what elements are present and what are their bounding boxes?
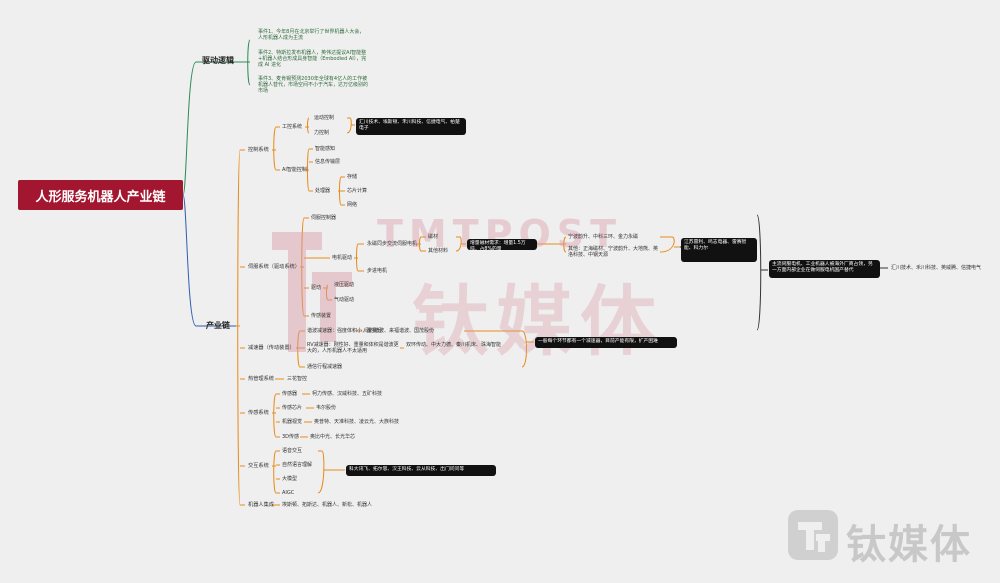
node-industrial-control: 工控系统: [282, 124, 303, 130]
node-thermal-company: 三花智控: [287, 376, 308, 382]
box-reducer-note: 一般每个环节都有一个减速器，目前产能有限，扩产困难: [535, 337, 677, 348]
node-robot-integration: 机器人集成: [248, 502, 274, 508]
node-processor: 处理器: [315, 188, 331, 194]
corner-logo: 钛媒体: [788, 508, 988, 568]
node-rv-companies: 双环传动、中大力德、秦川机床、珠海智能: [406, 342, 502, 348]
node-magnet: 磁材: [428, 234, 439, 240]
node-vision-companies: 奥普特、天准科技、凌云光、大族科技: [314, 419, 400, 425]
node-reducer: 减速器（传动装置）: [248, 345, 295, 351]
node-sensor-companies: 柯力传感、汉威科技、五矿科技: [312, 391, 383, 397]
node-motion-control: 运动控制: [314, 115, 335, 121]
node-planet-reducer: 通信行程减速器: [307, 364, 343, 370]
node-sensor: 传感器: [282, 391, 298, 397]
node-machine-vision: 机器视觉: [282, 419, 303, 425]
node-interaction-system: 交互系统: [248, 463, 269, 469]
node-harmonic-reducer: 谐波减速器：强度体积小，重量轻: [307, 328, 383, 334]
node-nlp: 自然语言理解: [282, 462, 313, 468]
watermark-brand: 钛媒体: [412, 277, 664, 366]
box-interaction-companies: 科大讯飞、拓尔思、汉王科技、云从科技、出门问问等: [346, 465, 496, 476]
root-node: 人形服务机器人产业链: [18, 180, 183, 210]
node-force-control: 力控制: [314, 130, 330, 136]
node-motor-drive: 电机驱动: [332, 255, 353, 261]
node-network: 网络: [347, 202, 358, 208]
node-aigc: AIGC: [282, 490, 295, 496]
node-large-model: 大模型: [282, 476, 298, 482]
node-drive: 驱动: [311, 285, 322, 291]
node-servo-system: 伺服系统（驱动系统）: [248, 264, 300, 270]
node-magnet-companies: 宁波韵升、中科三环、金力永磁: [568, 234, 639, 240]
node-integration-companies: 埃斯顿、拓斯达、机器人、新松、机器人: [282, 502, 373, 508]
box-control-companies: 汇川技术、埃斯顿、禾川科技、信捷电气、柏楚电子: [356, 118, 466, 135]
node-servo-right-companies: 汇川技术、禾川科技、英威腾、信捷电气: [891, 265, 982, 271]
branch-industry-chain: 产业链: [206, 321, 230, 330]
box-magnet-demand: 增量磁材需求：增量1.5万吨，占8%的量: [467, 239, 537, 252]
node-other-material: 其他材料: [428, 248, 449, 254]
node-perception: 智能感知: [315, 146, 336, 152]
event-2: 事件2、特斯拉发布机器人，英伟达提议AI智能整+机器人结合形成具身智能（Embo…: [258, 50, 367, 68]
corner-logo-text: 钛媒体: [846, 522, 972, 568]
node-harmonic-companies: 绿的谐波、来福谐波、国茂股份: [364, 328, 435, 334]
node-info-layer: 信息传输层: [315, 159, 341, 165]
node-pneumatic: 气动驱动: [334, 297, 355, 303]
box-servo-localization: 主流伺服电机、工业机器人被海外厂商占领，另一方面内部企业在做伺服电机国产替代: [769, 260, 880, 278]
node-step-motor: 步进电机: [367, 268, 388, 274]
node-rv-reducer: RV减速器：刚性好、重量和体积是谐波更大的，人形机器人不太适用: [307, 342, 399, 354]
node-storage: 存储: [347, 174, 358, 180]
node-ac-servo-motor: 永磁同步交流伺服电机: [367, 241, 418, 247]
node-3d-companies: 奥比中光、长光华芯: [310, 434, 356, 440]
node-other-companies: 其他：正海磁材、宁波韵升、大地熊、英洛科技、中钢天源: [568, 246, 659, 258]
branch-drive-logic: 驱动逻辑: [202, 56, 234, 65]
node-sensing-system: 传感系统: [248, 410, 269, 416]
node-thermal-management: 热管理系统: [248, 376, 274, 382]
connector-chain: [182, 194, 197, 327]
node-ai-control: AI智能控制: [282, 167, 307, 173]
node-chip-compute: 芯片计算: [347, 188, 368, 194]
node-chip-company: 韦尔股份: [316, 405, 337, 411]
box-motor-companies: 江苏雷利、鸣志电器、雷赛智能、科力尔: [681, 238, 757, 262]
node-servo-controller: 伺服控制器: [311, 215, 337, 221]
node-sensing-device: 传感装置: [311, 313, 332, 319]
connector-drive: [182, 61, 197, 196]
node-hydraulic: 液压驱动: [334, 282, 355, 288]
watermark-logo: TMTPOST 钛媒体: [262, 212, 732, 366]
event-3: 事件3、麦肯锡预测2030年全球有4亿人的工作被机器人替代，市场空间不小于汽车，…: [258, 76, 369, 94]
node-voice-interaction: 语音交互: [282, 448, 303, 454]
watermark-logo-mark: [272, 232, 352, 352]
node-control-system: 控制系统: [248, 147, 269, 153]
event-1: 事件1、今年8月在北京举行了世界机器人大会，人形机器人成为主流: [258, 29, 365, 41]
node-sensor-chip: 传感芯片: [282, 405, 303, 411]
corner-logo-icon: [788, 510, 838, 560]
node-3d-sensing: 3D传感: [282, 434, 300, 440]
